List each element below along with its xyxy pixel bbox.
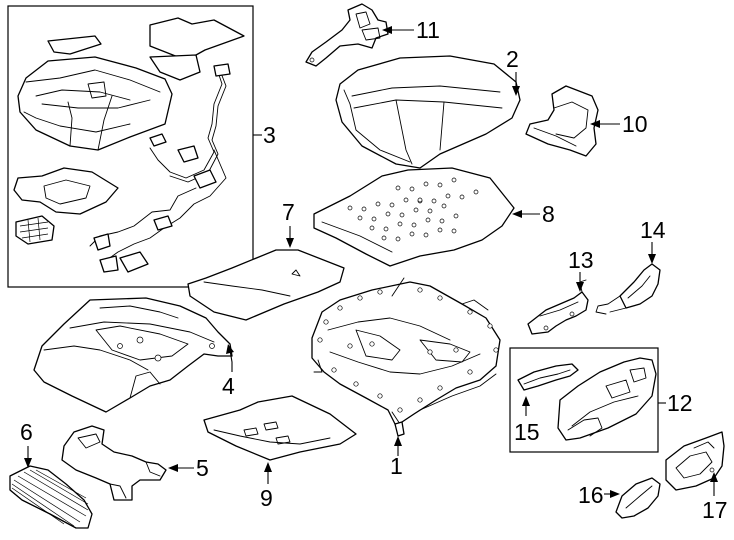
- hole: [395, 236, 401, 242]
- callout-6: 6: [20, 419, 33, 445]
- part-2-cushion-cover: [335, 55, 521, 169]
- hole: [417, 197, 423, 203]
- callout-2: 2: [506, 46, 519, 72]
- hole: [377, 393, 383, 399]
- hole: [381, 235, 387, 241]
- callout-1: 1: [390, 453, 403, 479]
- part-3-cushion-pad-and-harness: [13, 17, 245, 273]
- hole: [439, 218, 445, 224]
- part-1-holes: [317, 287, 499, 413]
- callout-12: 12: [667, 390, 693, 416]
- hole: [441, 203, 447, 209]
- part-7-pad: [187, 249, 345, 321]
- part-16-trim-piece: [615, 477, 661, 519]
- part-8-seat-pan: [313, 167, 515, 267]
- hole: [369, 341, 375, 347]
- hole: [337, 305, 343, 311]
- part-10-bracket: [525, 85, 599, 157]
- hole: [377, 289, 383, 295]
- callout-17: 17: [702, 497, 728, 523]
- hole: [403, 197, 409, 203]
- hole: [323, 319, 329, 325]
- hole: [361, 206, 367, 212]
- part-14-bracket: [595, 263, 661, 315]
- hole: [467, 309, 473, 315]
- hole: [417, 397, 423, 403]
- hole: [431, 198, 437, 204]
- hole: [423, 232, 429, 238]
- callout-8: 8: [542, 201, 555, 227]
- hole: [473, 189, 479, 195]
- hole: [397, 221, 403, 227]
- group-box-12: [509, 347, 659, 453]
- hole: [409, 186, 415, 192]
- callout-5: 5: [196, 455, 209, 481]
- hole: [357, 295, 363, 301]
- hole: [347, 343, 353, 349]
- hole: [423, 181, 429, 187]
- hole: [451, 228, 457, 234]
- callout-9: 9: [260, 485, 273, 511]
- callout-7: 7: [282, 199, 295, 225]
- hole: [427, 208, 433, 214]
- hole: [383, 226, 389, 232]
- hole: [417, 287, 423, 293]
- callout-14: 14: [640, 217, 666, 243]
- hole: [467, 369, 473, 375]
- callout-4: 4: [222, 373, 235, 399]
- callout-15: 15: [514, 419, 540, 445]
- hole: [411, 222, 417, 228]
- callout-10: 10: [622, 111, 648, 137]
- hole: [371, 216, 377, 222]
- part-17-switch: [665, 431, 725, 491]
- callout-3: 3: [263, 122, 276, 148]
- hole: [395, 185, 401, 191]
- hole: [437, 295, 443, 301]
- callout-11: 11: [416, 17, 440, 43]
- part-15-handle: [517, 363, 579, 391]
- part-12-trim-panel: [557, 357, 657, 441]
- hole: [413, 207, 419, 213]
- hole: [493, 347, 499, 353]
- hole: [453, 347, 459, 353]
- hole: [437, 227, 443, 233]
- hole: [445, 193, 451, 199]
- part-4-seat-frame-pan: [33, 297, 233, 413]
- hole: [459, 194, 465, 200]
- callout-16: 16: [578, 482, 604, 508]
- part-8-holes: [347, 177, 479, 242]
- hole: [425, 217, 431, 223]
- callout-13: 13: [568, 247, 594, 273]
- hole: [487, 323, 493, 329]
- hole: [453, 213, 459, 219]
- part-1-seat-frame: [311, 277, 501, 437]
- hole: [369, 225, 375, 231]
- hole: [375, 201, 381, 207]
- part-5-bracket: [61, 425, 167, 501]
- hole: [331, 367, 337, 373]
- hole: [397, 407, 403, 413]
- hole: [317, 337, 323, 343]
- part-6-vent: [9, 465, 93, 529]
- part-9-mat: [203, 395, 357, 461]
- hole: [399, 212, 405, 218]
- hole: [347, 205, 353, 211]
- hole: [451, 177, 457, 183]
- part-13-bracket: [527, 279, 589, 335]
- hole: [353, 381, 359, 387]
- callout-leaders: [24, 26, 718, 498]
- hole: [385, 211, 391, 217]
- group-box-3: [7, 5, 254, 288]
- hole: [357, 215, 363, 221]
- hole: [427, 349, 433, 355]
- hole: [409, 231, 415, 237]
- hole: [437, 182, 443, 188]
- part-11-bracket: [305, 3, 389, 67]
- hole: [389, 202, 395, 208]
- hole: [437, 385, 443, 391]
